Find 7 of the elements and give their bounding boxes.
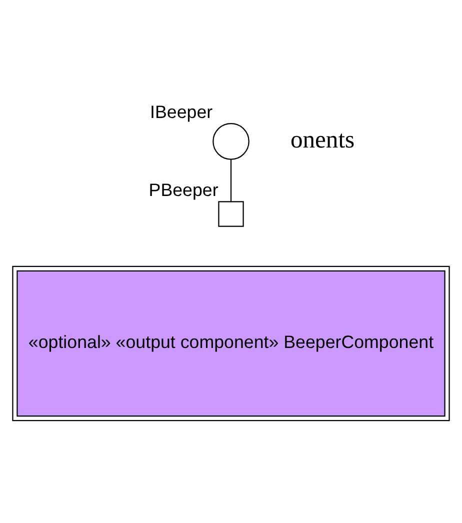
node-label: PBeeper: [148, 179, 218, 200]
connector: [230, 159, 232, 201]
node-circle: [212, 122, 250, 160]
node-box: «optional» «output component» BeeperComponent: [12, 265, 450, 421]
label: onents: [290, 126, 355, 154]
node-box: [218, 200, 244, 226]
node-label: IBeeper: [150, 101, 213, 122]
